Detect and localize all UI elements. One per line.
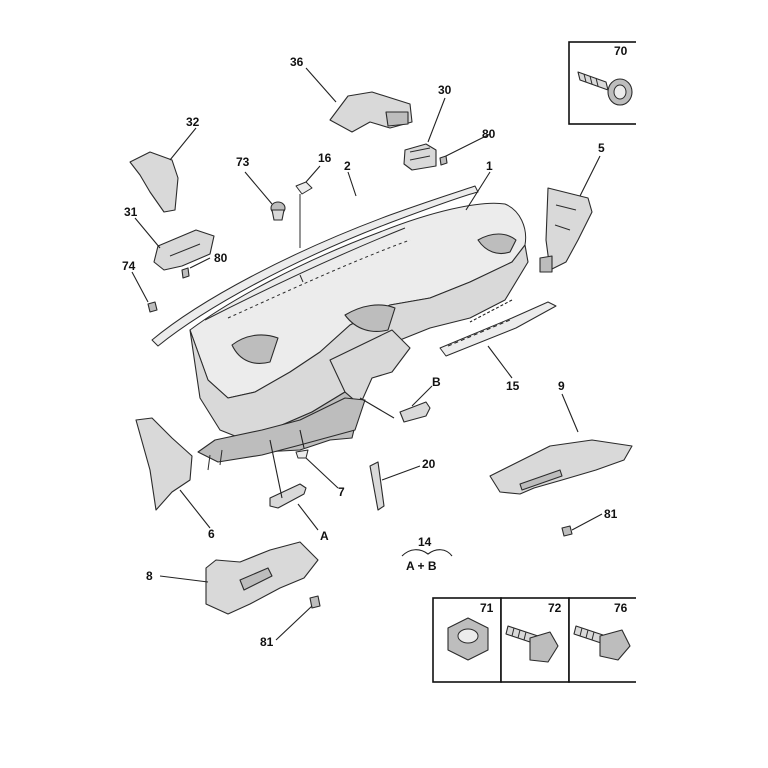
air-duct-36 (329, 91, 413, 133)
label-1: 1 (486, 159, 493, 173)
label-20: 20 (422, 457, 436, 471)
side-panel-5 (539, 187, 593, 273)
label-32: 32 (186, 115, 200, 129)
label-16: 16 (318, 151, 332, 165)
lower-cover-8 (205, 541, 319, 615)
label-81-right: 81 (604, 507, 618, 521)
label-80-left: 80 (214, 251, 228, 265)
screw-81-lower (309, 595, 321, 609)
kit-formula: A + B (406, 559, 437, 573)
right-margin (636, 0, 768, 768)
box-70-label: 70 (614, 44, 628, 58)
label-5: 5 (598, 141, 605, 155)
box-72-label: 72 (548, 601, 562, 615)
label-15: 15 (506, 379, 520, 393)
bracket-30 (403, 143, 437, 171)
label-31: 31 (124, 205, 138, 219)
screw-81-right (561, 525, 573, 537)
screw-74 (147, 301, 158, 313)
trim-strip-15 (439, 301, 557, 357)
part-A (269, 483, 307, 509)
end-cap-6 (135, 417, 193, 511)
label-81-lower: 81 (260, 635, 274, 649)
box-76-label: 76 (614, 601, 628, 615)
strip-20 (369, 461, 385, 511)
label-6: 6 (208, 527, 215, 541)
label-7: 7 (338, 485, 345, 499)
label-8: 8 (146, 569, 153, 583)
box-71-label: 71 (480, 601, 494, 615)
label-2: 2 (344, 159, 351, 173)
label-36: 36 (290, 55, 304, 69)
part-B (399, 401, 431, 423)
leader-lines (131, 67, 603, 641)
kit-number: 14 (418, 535, 432, 549)
under-cover-9 (489, 439, 633, 495)
fastener-box-71: 71 (432, 597, 502, 683)
label-9: 9 (558, 379, 565, 393)
label-A: A (320, 529, 329, 543)
label-80-top: 80 (482, 127, 496, 141)
clip-16 (295, 181, 313, 195)
bracket-31 (153, 229, 215, 271)
clip-80-left (181, 267, 190, 279)
fastener-73 (270, 201, 286, 221)
clip-7 (295, 449, 309, 459)
label-B: B (432, 375, 441, 389)
label-30: 30 (438, 83, 452, 97)
kit-callout: 14 A + B (401, 535, 453, 573)
label-74: 74 (122, 259, 136, 273)
fastener-box-70: 70 (568, 41, 644, 125)
label-73: 73 (236, 155, 250, 169)
fastener-box-76: 76 (568, 597, 644, 683)
clip-80-top (439, 155, 448, 166)
side-cover-32 (129, 151, 179, 213)
fastener-box-72: 72 (500, 597, 570, 683)
dashboard-panel (189, 202, 529, 471)
